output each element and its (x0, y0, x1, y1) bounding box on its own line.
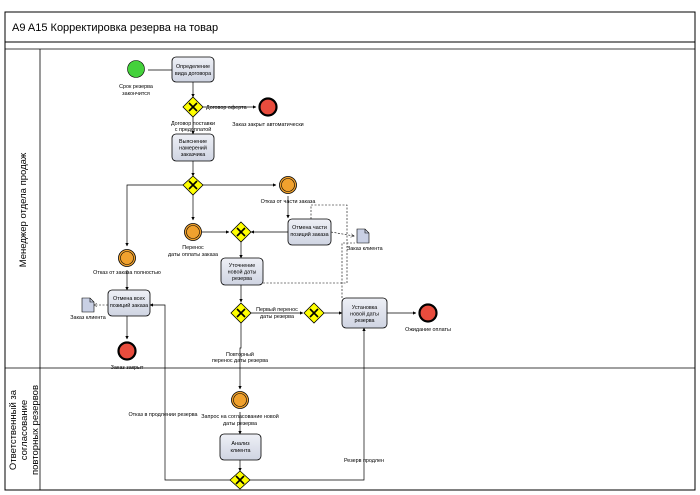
data-object-client-order-2 (81, 297, 95, 313)
svg-text:Отмена всех: Отмена всех (113, 296, 145, 302)
svg-text:Определение: Определение (176, 64, 210, 70)
end-event-order-closed-label: Заказ закрыт (111, 365, 144, 371)
gateway-merge (230, 221, 252, 243)
task-clarify-intentions: Выяснение намерений заказчика (171, 133, 215, 162)
lane-label-approver: Ответственный за согласование повторных … (8, 385, 41, 475)
svg-text:даты резерва: даты резерва (260, 314, 294, 320)
flow-label-supply-contract: Договор поставки с предоплатой (171, 121, 215, 133)
end-event-auto-closed (258, 97, 278, 117)
svg-text:Анализ: Анализ (231, 441, 250, 447)
lane-label-sales-manager: Менеджер отдела продаж (18, 152, 29, 267)
intermediate-event-postpone-payment-label: Перенос даты оплаты заказа (168, 245, 218, 258)
gateway-merge-2 (303, 302, 325, 324)
svg-text:резерва: резерва (354, 318, 374, 324)
end-event-order-closed (117, 341, 137, 361)
svg-text:Повторный: Повторный (226, 351, 254, 358)
task-determine-contract: Определение вида договора (171, 56, 215, 83)
svg-text:Срок резерва: Срок резерва (119, 84, 153, 90)
svg-text:резерва: резерва (232, 276, 252, 282)
svg-text:Запрос на согласование новой: Запрос на согласование новой (201, 413, 278, 420)
svg-text:даты оплаты заказа: даты оплаты заказа (168, 252, 218, 258)
task-client-analysis: Анализ клиента (219, 433, 262, 461)
end-event-wait-payment (418, 303, 438, 323)
svg-text:намерений: намерений (179, 145, 207, 152)
end-event-auto-closed-label: Заказ закрыт автоматически (232, 122, 303, 128)
pool-title: A9 A15 Корректировка резерва на товар (12, 22, 218, 34)
start-event-reserve-expired (127, 60, 145, 78)
flow-label-offer-contract: Договор оферта (206, 105, 247, 111)
intermediate-event-approval-request-label: Запрос на согласование новой даты резерв… (201, 413, 278, 427)
flow-label-refusal-extend: Отказ в продлении резерва (128, 412, 197, 418)
pool-frame (4, 11, 696, 491)
svg-text:клиента: клиента (231, 448, 251, 454)
intermediate-event-partial-refusal (279, 176, 297, 194)
svg-text:повторных резервов: повторных резервов (30, 385, 41, 475)
svg-text:новой даты: новой даты (350, 311, 379, 318)
svg-text:Первый перенос: Первый перенос (256, 306, 298, 313)
svg-text:заказчика: заказчика (181, 152, 205, 158)
gateway-postpone-type (230, 302, 252, 324)
svg-text:позиций заказа: позиций заказа (290, 231, 328, 238)
svg-text:даты резерва: даты резерва (223, 421, 257, 427)
svg-text:новой даты: новой даты (228, 269, 257, 276)
end-event-wait-payment-label: Ожидание оплаты (405, 327, 451, 333)
task-clarify-reserve-date: Уточнение новой даты резерва (220, 257, 264, 286)
data-object-client-order-1-label: Заказ клиента (347, 246, 383, 252)
flow-label-first-postpone: Первый перенос даты резерва (256, 306, 298, 320)
task-set-reserve-date: Установка новой даты резерва (341, 297, 388, 329)
flow-label-reserve-extended: Резерв продлен (344, 458, 384, 464)
svg-text:Установка: Установка (352, 305, 377, 311)
svg-text:Перенос: Перенос (182, 245, 204, 251)
gateway-intentions (182, 175, 204, 196)
gateway-contract-type (182, 96, 204, 118)
intermediate-event-full-refusal-label: Отказ от заказа полностью (93, 270, 161, 276)
svg-text:Ответственный за: Ответственный за (8, 389, 19, 470)
intermediate-event-approval-request (231, 391, 249, 409)
svg-text:Уточнение: Уточнение (229, 263, 255, 269)
svg-text:согласование: согласование (19, 400, 30, 460)
intermediate-event-full-refusal (118, 249, 136, 267)
flow-label-repeat-postpone: Повторный перенос даты резерва (212, 351, 268, 364)
svg-text:Выяснение: Выяснение (179, 139, 207, 145)
data-object-client-order-2-label: Заказ клиента (70, 315, 106, 321)
gateway-approval (229, 470, 251, 490)
svg-text:вида договора: вида договора (175, 71, 211, 77)
svg-text:закончится: закончится (122, 91, 150, 97)
svg-text:позиций заказа: позиций заказа (110, 302, 148, 309)
svg-text:Отмена части: Отмена части (292, 225, 327, 231)
task-cancel-all: Отмена всех позиций заказа (107, 289, 151, 317)
start-event-label: Срок резерва закончится (119, 84, 153, 97)
svg-text:перенос даты резерва: перенос даты резерва (212, 358, 268, 364)
data-object-client-order-1 (356, 228, 370, 244)
intermediate-event-partial-refusal-label: Отказ от части заказа (261, 199, 316, 205)
svg-text:Договор поставки: Договор поставки (171, 121, 215, 127)
task-cancel-part: Отмена части позиций заказа (287, 218, 332, 246)
svg-text:с предоплатой: с предоплатой (175, 126, 212, 133)
intermediate-event-postpone-payment (184, 223, 202, 241)
